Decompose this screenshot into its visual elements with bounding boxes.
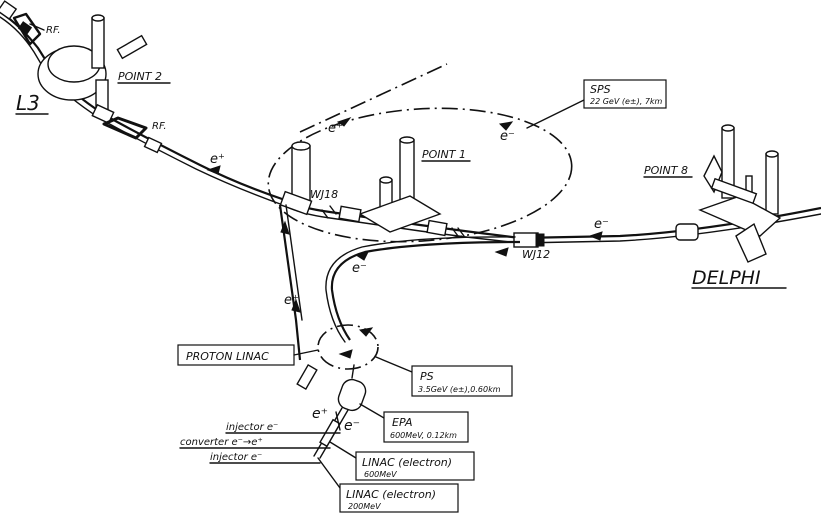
sps-label-box: SPS 22 GeV (e±), 7km	[526, 79, 667, 129]
wj12-label: WJ12	[522, 248, 550, 261]
sps-ring: e⁺ e⁻	[267, 63, 573, 243]
converter-label: converter e⁻→e⁺	[180, 437, 263, 448]
delphi-detector	[675, 124, 782, 263]
ps-title: PS	[420, 370, 434, 383]
eplus-linac-label: e⁺	[312, 406, 328, 422]
epa-ring	[337, 364, 385, 419]
ps-label-box: PS 3.5GeV (e±),0.60km	[411, 365, 513, 397]
proton-linac-label: PROTON LINAC	[186, 350, 269, 363]
proton-linac: PROTON LINAC	[177, 344, 319, 390]
epa-title: EPA	[392, 416, 413, 429]
eplus-sps-label: e⁺	[328, 121, 343, 136]
linac600-title: LINAC (electron)	[362, 456, 452, 469]
linac200-detail: 200MeV	[348, 502, 381, 511]
delphi-label: DELPHI	[692, 267, 761, 289]
linac-section: e⁺ e⁻	[312, 406, 360, 459]
epa-label-box: EPA 600MeV, 0.12km	[383, 411, 469, 443]
eminus-right-label: e⁻	[594, 217, 609, 232]
eplus-transfer-label: e⁺	[284, 293, 299, 308]
linac600-label-box: LINAC (electron) 600MeV	[329, 441, 475, 481]
sps-title: SPS	[590, 83, 611, 96]
eplus-left-arrow: e⁺	[206, 152, 225, 175]
eplus-left-label: e⁺	[210, 152, 225, 167]
eminus-sps-label: e⁻	[500, 129, 515, 144]
eminus-loop-label: e⁻	[352, 261, 367, 276]
rf-cavity-middle: RF.	[102, 116, 167, 154]
point2-label: POINT 2	[118, 70, 162, 83]
linac200-title: LINAC (electron)	[346, 488, 436, 501]
l3-label: L3	[16, 91, 40, 115]
injector-top-label: injector e⁻	[226, 422, 278, 433]
linac200-label-box: LINAC (electron) 200MeV	[317, 457, 459, 513]
rf-top-label: RF.	[46, 25, 61, 36]
transfer-lines: e⁻ e⁺	[278, 204, 521, 361]
rf-middle-label: RF.	[152, 121, 167, 132]
ps-detail: 3.5GeV (e±),0.60km	[418, 385, 501, 394]
sps-detail: 22 GeV (e±), 7km	[590, 97, 663, 106]
wj18-label: WJ18	[310, 188, 338, 201]
rf-cavity-top: RF.	[29, 23, 61, 36]
l3-detector	[0, 0, 148, 125]
ps-ring	[317, 324, 413, 373]
injector-labels: injector e⁻ converter e⁻→e⁺ injector e⁻	[179, 422, 341, 464]
point8-label: POINT 8	[644, 164, 688, 177]
epa-detail: 600MeV, 0.12km	[390, 431, 457, 440]
point1-label: POINT 1	[422, 148, 466, 161]
eminus-linac-label: e⁻	[344, 418, 360, 434]
eminus-right-arrow: e⁻	[588, 217, 609, 241]
linac600-detail: 600MeV	[364, 470, 397, 479]
point1-installation	[279, 136, 545, 248]
injector-bottom-label: injector e⁻	[210, 452, 262, 463]
